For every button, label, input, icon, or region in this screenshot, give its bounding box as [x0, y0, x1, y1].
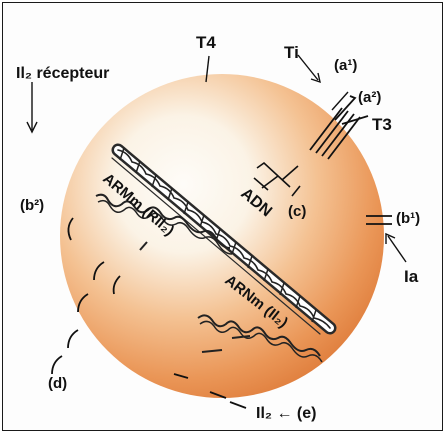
label-t4: T4	[196, 33, 216, 52]
label-il2-recepteur: Il₂ récepteur	[16, 65, 109, 82]
label-b2: (b²)	[20, 197, 44, 214]
label-a2: (a²)	[358, 89, 381, 106]
label-b1: (b¹)	[396, 210, 420, 227]
label-il2-e: Il₂ ← (e)	[256, 405, 316, 422]
label-c: (c)	[288, 203, 306, 220]
label-t3: T3	[372, 115, 392, 134]
label-ia: Ia	[404, 267, 419, 286]
label-d: (d)	[48, 375, 67, 392]
label-ti: Ti	[284, 43, 299, 62]
label-a1: (a¹)	[334, 57, 357, 74]
